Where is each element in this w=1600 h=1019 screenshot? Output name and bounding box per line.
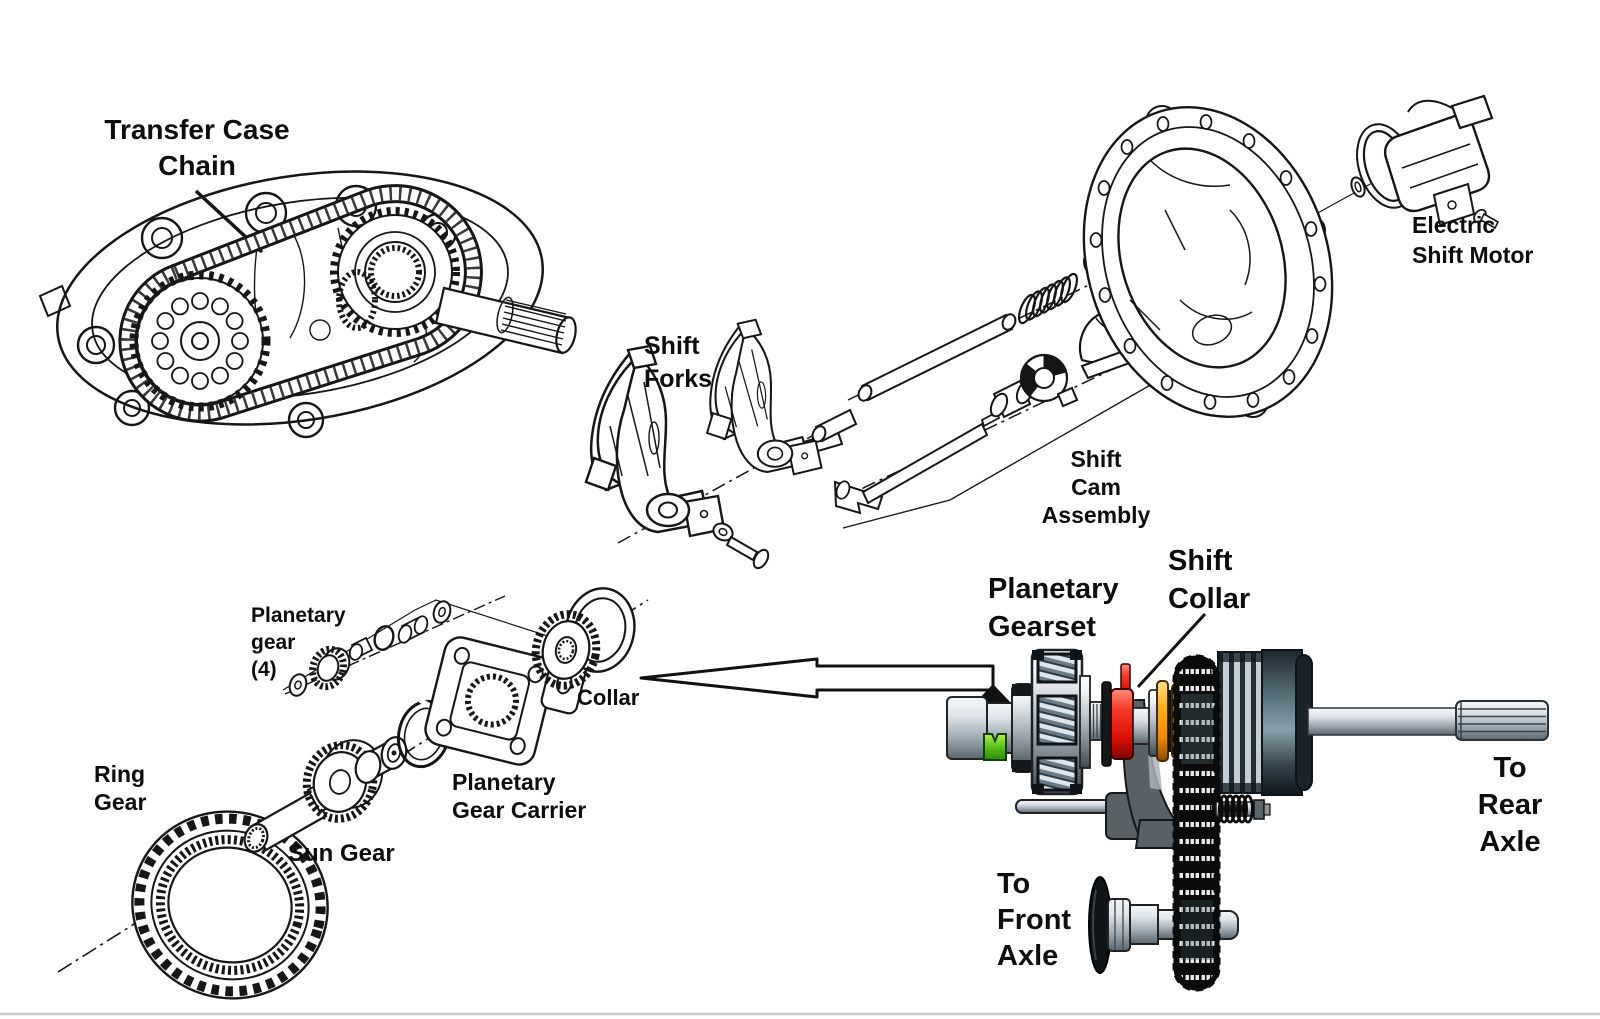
shift-collar-colored <box>1110 688 1134 760</box>
rear-output-shaft <box>1307 700 1549 741</box>
drive-chain-colored <box>1172 654 1221 992</box>
label-shift-forks: Shift Forks <box>644 332 713 393</box>
output-gear-shaft <box>330 207 577 355</box>
shift-cam-hub <box>1019 353 1079 408</box>
planetary-gear-carrier <box>424 636 588 766</box>
chain-loop <box>118 184 483 423</box>
label-planetary-gear-4: Planetary gear (4) <box>251 604 346 681</box>
label-shift-collar: Shift Collar <box>1168 545 1251 615</box>
collar-gear <box>531 587 636 690</box>
label-planetary-gear-carrier: Planetary Gear Carrier <box>452 769 587 823</box>
transfer-case-chain-drawing <box>38 170 577 439</box>
bearing <box>354 736 408 784</box>
shift-collar-leader <box>1136 612 1207 689</box>
colored-assembly <box>946 612 1549 992</box>
ring-gear <box>131 810 329 1000</box>
label-to-rear-axle: To Rear Axle <box>1477 752 1543 858</box>
green-clip <box>983 733 1007 761</box>
shift-forks-drawing <box>584 316 844 570</box>
synchro-ring <box>1156 680 1169 762</box>
exploded-planetary-drawing <box>131 587 636 1000</box>
electric-shift-motor-drawing <box>1350 94 1500 230</box>
detent-spring <box>1017 272 1079 325</box>
motor-connector <box>1450 94 1494 130</box>
planetary-pinion-parts <box>288 600 452 697</box>
label-planetary-gearset: Planetary Gearset <box>988 573 1119 643</box>
clutch-drum <box>1217 649 1313 796</box>
label-sun-gear: Sun Gear <box>288 840 395 867</box>
shift-fork-2 <box>702 316 823 479</box>
planetary-gearset-colored <box>1011 648 1105 796</box>
label-transfer-case-chain: Transfer Case Chain <box>104 114 290 181</box>
rear-case-drawing <box>1082 105 1334 418</box>
label-shift-cam-assembly: Shift Cam Assembly <box>1041 446 1151 528</box>
detent-spring-colored <box>1212 794 1271 824</box>
drive-sprocket <box>129 270 271 412</box>
fork-pin <box>712 522 770 570</box>
label-to-front-axle: To Front Axle <box>997 868 1072 972</box>
label-electric-shift-motor: Electric Shift Motor <box>1412 212 1534 268</box>
label-ring-gear: Ring Gear <box>94 761 147 815</box>
label-collar: Collar <box>577 685 640 710</box>
